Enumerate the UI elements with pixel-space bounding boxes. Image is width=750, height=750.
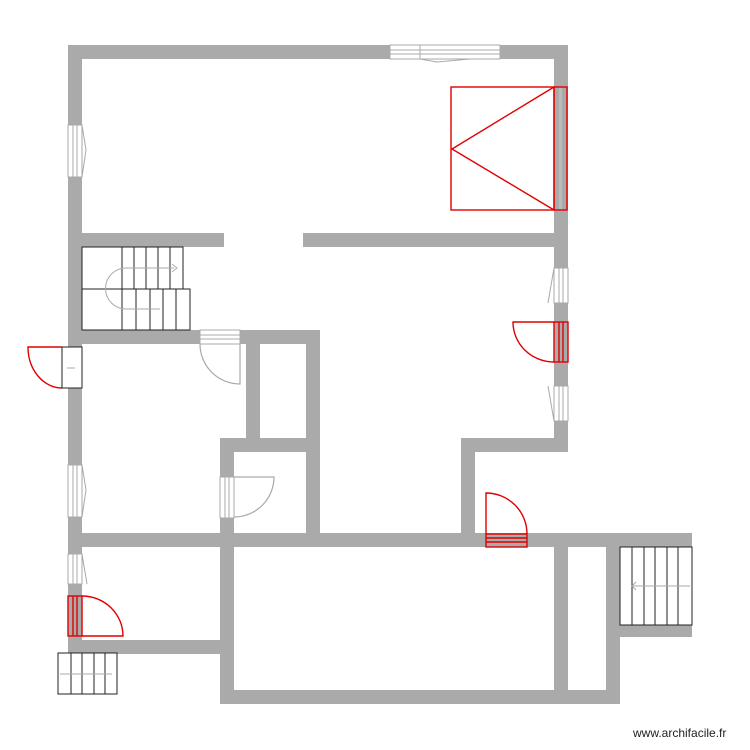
wall-bottom (220, 690, 620, 704)
window-right-1 (547, 267, 569, 304)
wall-closet-bottom (220, 438, 320, 452)
window-top (389, 44, 501, 63)
windows (67, 44, 569, 585)
wall-bottom-divider (554, 533, 568, 704)
window-left-3 (67, 553, 88, 585)
door-hall (485, 492, 528, 548)
window-right-2 (547, 385, 569, 422)
window-left-2 (67, 464, 87, 518)
stairs-main (81, 246, 191, 331)
wall-bottom-left (68, 640, 234, 654)
door-closet (199, 329, 241, 385)
stairs-bottom-left (57, 652, 118, 695)
wall-stair-landing (606, 624, 692, 637)
wall-right-step (461, 438, 568, 452)
wall-mid-right (303, 233, 568, 247)
wall-bottom-right (606, 533, 620, 704)
door-wc (219, 476, 275, 519)
red-opening-top-right (450, 86, 568, 211)
wall-long-horizontal (68, 533, 692, 547)
wall-stair-bottom (68, 330, 320, 344)
stairs-right (619, 546, 693, 626)
walls (68, 45, 692, 704)
door-exterior-left (27, 346, 83, 389)
doors (27, 321, 569, 637)
door-bottom-left (67, 595, 124, 637)
door-right-wall (512, 321, 569, 363)
watermark: www.archifacile.fr (633, 726, 727, 740)
wall-right-step-vert (461, 438, 475, 547)
wall-closet-left (246, 330, 260, 452)
wall-right-upper (554, 45, 568, 452)
window-left-1 (67, 124, 87, 178)
wall-mid-left (68, 233, 224, 247)
